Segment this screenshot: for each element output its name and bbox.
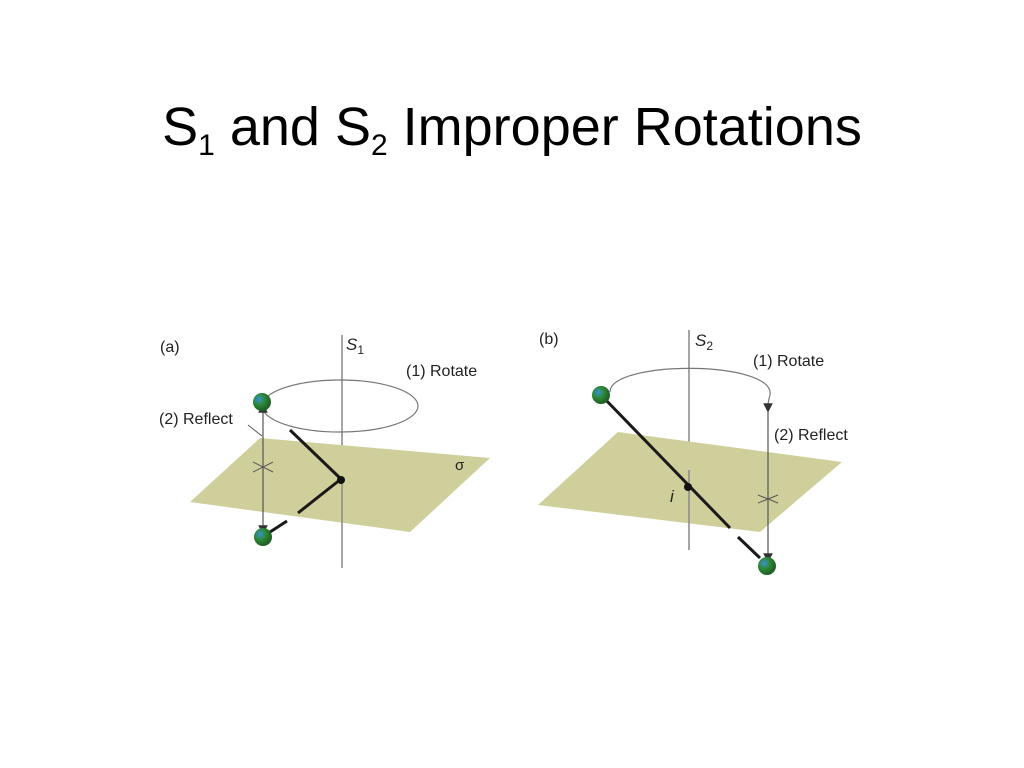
panel-b-axis-label: S2 (695, 331, 713, 353)
mirror-plane (538, 432, 842, 532)
atom-lower (254, 528, 272, 546)
panel-a-axis-label: S1 (346, 335, 364, 357)
panel-b-step1-label: (1) Rotate (753, 353, 824, 370)
panel-b-center-label: i (670, 487, 675, 506)
panel-a-step1-label: (1) Rotate (406, 363, 477, 380)
atom-upper (253, 393, 271, 411)
panel-a-step2-label: (2) Reflect (159, 411, 233, 428)
slide-title: S1 and S2 Improper Rotations (162, 97, 862, 162)
panel-a-tag: (a) (160, 339, 180, 356)
inversion-center (684, 483, 692, 491)
panel-a-s1-diagram: (a) S1 (1) Rotate (2) Reflect σ (150, 320, 510, 580)
reflect-leader-line (247, 424, 263, 437)
atom-upper (592, 386, 610, 404)
plane-crossing-mark-2 (252, 461, 274, 473)
bond-upper (288, 428, 343, 481)
panel-b-step2-label: (2) Reflect (774, 427, 848, 444)
bond-lower-end (269, 519, 288, 534)
panel-b-tag: (b) (539, 331, 559, 348)
plane-crossing-mark-2 (757, 494, 779, 504)
rotation-path (261, 379, 419, 433)
bond-lower-end (736, 535, 762, 560)
atom-lower (758, 557, 776, 575)
bond-lower (297, 477, 342, 515)
panel-b-svg: (b) S2 (1) Rotate (2) Reflect i (538, 330, 848, 575)
panel-a-svg: (a) S1 (1) Rotate (2) Reflect σ (159, 335, 490, 568)
panel-a-plane-label: σ (455, 457, 465, 474)
rotation-path (609, 367, 773, 413)
panel-b-s2-diagram: (b) S2 (1) Rotate (2) Reflect i (530, 320, 870, 590)
bond-main (600, 394, 732, 530)
central-atom (337, 476, 345, 484)
mirror-plane (190, 438, 490, 532)
